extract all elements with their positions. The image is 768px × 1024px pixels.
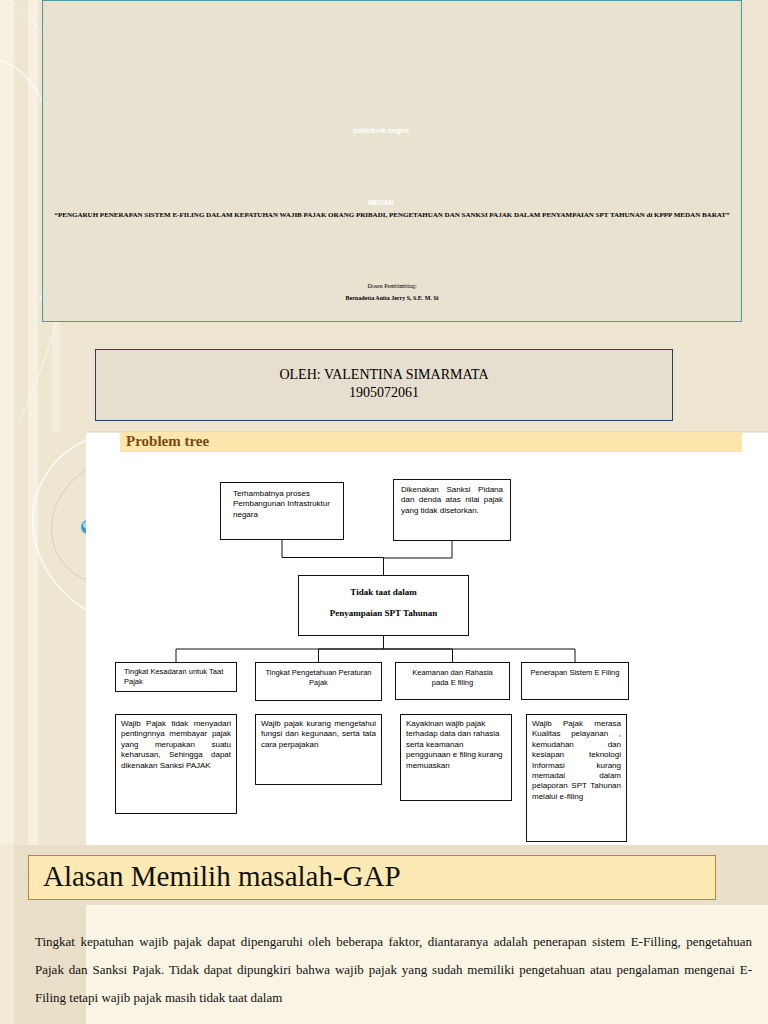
cause-box-text: Keamanan dan Rahasia pada E filing xyxy=(404,668,501,688)
core-problem-box-text: Tidak taat dalam xyxy=(305,586,462,599)
section-header: Alasan Memilih masalah-GAP xyxy=(28,855,716,900)
detail-box-text: Wajib Pajak merasa Kualitas pelayanan , … xyxy=(532,719,621,802)
tree-connector xyxy=(384,541,453,575)
section-header-text: Alasan Memilih masalah-GAP xyxy=(43,858,715,896)
logo-text: MEDAN xyxy=(352,199,410,206)
cause-box: Tingkat Kesadaran untuk Taat Pajak xyxy=(115,662,237,692)
tree-connector xyxy=(282,540,384,575)
detail-box: Wajib Pajak tidak menyadari pentingnnya … xyxy=(115,714,237,814)
cause-box-text: Tingkat Pengetahuan Peraturan Pajak xyxy=(264,668,373,688)
tree-connector xyxy=(319,636,384,662)
tree-connector xyxy=(176,636,384,662)
stripe xyxy=(0,432,14,845)
effect-box-text: Terhambatnya proses Pembangunan Infrastr… xyxy=(233,489,331,520)
core-problem-box: Tidak taat dalamPenyampaian SPT Tahunan xyxy=(298,575,469,636)
slide-ground xyxy=(0,0,768,432)
title-panel-text: Bernadetta Anita Jerry S, S.E. M. Si xyxy=(49,295,735,302)
stripe xyxy=(28,0,38,432)
cause-box: Penerapan Sistem E Filing xyxy=(521,662,629,700)
slide-ground xyxy=(86,432,768,845)
title-panel-text: Dosen Pembimbing: xyxy=(49,283,735,290)
slide-ground xyxy=(0,432,86,845)
effect-box-text: Dikenakan Sanksi Pidana dan denda atas n… xyxy=(401,485,503,516)
detail-box: Kayakinan wajib pajak terhadap data dan … xyxy=(400,714,512,801)
decor-curve xyxy=(33,440,86,610)
detail-box-text: Wajib Pajak tidak menyadari pentingnnya … xyxy=(121,719,231,771)
author-box-text: OLEH: VALENTINA SIMARMATA xyxy=(104,366,664,384)
effect-box: Dikenakan Sanksi Pidana dan denda atas n… xyxy=(393,479,511,541)
detail-box-text: Wajib pajak kurang mengetahui fungsi dan… xyxy=(261,719,376,750)
cause-box: Tingkat Pengetahuan Peraturan Pajak xyxy=(255,662,382,701)
effect-box: Terhambatnya proses Pembangunan Infrastr… xyxy=(220,482,344,540)
section-header-text: Problem tree xyxy=(126,432,736,452)
core-problem-box-text: Penyampaian SPT Tahunan xyxy=(305,607,462,620)
cause-box: Keamanan dan Rahasia pada E filing xyxy=(395,662,510,700)
title-panel: “PENGARUH PENERAPAN SISTEM E-FILING DALA… xyxy=(42,0,742,322)
cause-box-text: Penerapan Sistem E Filing xyxy=(530,668,620,678)
stripe xyxy=(0,845,14,1024)
cause-box-text: Tingkat Kesadaran untuk Taat Pajak xyxy=(124,667,228,687)
tree-connector xyxy=(384,636,576,662)
decor-curve xyxy=(52,470,87,580)
detail-box: Wajib pajak kurang mengetahui fungsi dan… xyxy=(255,714,382,785)
detail-box-text: Kayakinan wajib pajak terhadap data dan … xyxy=(406,719,506,771)
author-box-text: 1905072061 xyxy=(104,384,664,402)
title-panel-text: “PENGARUH PENERAPAN SISTEM E-FILING DALA… xyxy=(49,211,735,219)
slide-ground xyxy=(0,845,768,1024)
body-paragraph: Tingkat kepatuhan wajib pajak dapat dipe… xyxy=(35,928,752,1012)
section-header: Problem tree xyxy=(120,432,742,452)
author-box: OLEH: VALENTINA SIMARMATA1905072061 xyxy=(95,349,673,421)
detail-box: Wajib Pajak merasa Kualitas pelayanan , … xyxy=(526,714,627,842)
logo-text: politeknik negeri xyxy=(336,127,426,134)
